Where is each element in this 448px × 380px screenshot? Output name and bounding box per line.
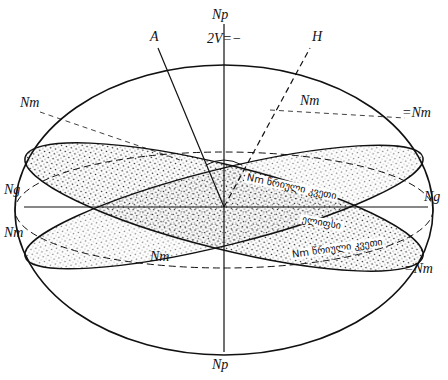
axis-label: A (150, 30, 159, 44)
np-axis (223, 24, 224, 352)
axis-label: =Nm (402, 106, 431, 120)
axis-label: Ng (4, 183, 20, 197)
axis-label: =Nm (404, 262, 433, 276)
axis-label: Nm (150, 250, 169, 264)
section-line (40, 112, 180, 160)
section-line (270, 110, 405, 118)
angle-arc (206, 160, 242, 165)
axis-label: Np (212, 8, 228, 22)
axis-label: Np (212, 358, 228, 372)
ng-axis (24, 206, 428, 207)
axis-label: H (312, 30, 322, 44)
angle-label: 2V=− (207, 32, 241, 46)
axis-label: Nm (20, 96, 39, 110)
axis-label: Nm (4, 226, 23, 240)
axis-label: Ng (424, 190, 440, 204)
axis-label: Nm (300, 94, 319, 108)
optic-axis (158, 48, 224, 207)
